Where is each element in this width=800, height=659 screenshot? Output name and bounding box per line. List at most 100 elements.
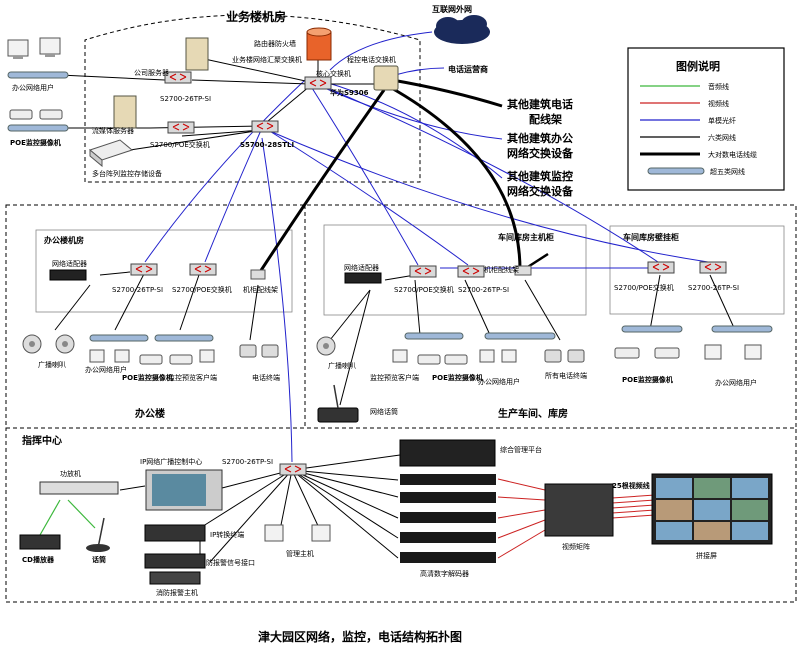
label-users-office: 办公网络用户 <box>85 365 127 374</box>
section-workshop-wall: 车间库房壁挂柜 <box>623 232 679 242</box>
pc-icon <box>7 39 29 59</box>
section-workshop-main: 车间库房主机柜 <box>498 232 554 242</box>
video-matrix-icon <box>544 483 614 537</box>
audio-link <box>67 499 96 529</box>
pc-icon <box>264 524 284 542</box>
camera-icon <box>444 354 468 365</box>
decoder-icon <box>400 474 496 563</box>
label-s2700-poe-wall: S2700/POE交换机 <box>614 283 674 292</box>
speaker-icon <box>316 336 336 356</box>
camera-icon <box>417 354 441 365</box>
label-cabinet-office: 机柜配线架 <box>243 285 278 294</box>
cat5-bus <box>154 334 214 342</box>
label-ext-phone: 其他建筑电话 配线架 <box>507 97 577 126</box>
switch-icon <box>164 71 192 84</box>
fiber-link <box>394 67 445 76</box>
legend-label: 单模光纤 <box>708 116 736 125</box>
video-link <box>497 496 546 501</box>
cat6-link <box>291 469 399 481</box>
video-link <box>611 494 656 499</box>
cat6-link <box>181 129 263 137</box>
label-preview-ws: 监控预览客户端 <box>370 373 419 382</box>
legend-label: 超五类网线 <box>710 167 745 176</box>
diagram-title: 津大园区网络，监控，电话结构拓扑图 <box>258 629 462 644</box>
cat6-link <box>59 74 166 81</box>
legend-title: 图例说明 <box>676 59 720 73</box>
phone-icon <box>544 349 562 363</box>
cat6-link <box>199 469 293 529</box>
label-telecom: 电话运营商 <box>448 64 488 74</box>
pc-icon <box>704 344 722 360</box>
label-s2700-cmd: S2700-26TP-SI <box>222 458 273 466</box>
phone-icon <box>239 344 257 358</box>
legend-box <box>627 47 785 191</box>
storage-icon <box>88 139 134 168</box>
cat6-link <box>149 125 263 129</box>
fiber-link <box>329 31 433 71</box>
pc-icon <box>199 349 215 363</box>
label-net-adapter-office: 网络适配器 <box>52 259 87 268</box>
phone-icon <box>567 349 585 363</box>
camera-icon <box>169 354 193 365</box>
camera-icon <box>654 347 680 359</box>
label-poe-cam-top: POE监控摄像机 <box>10 138 61 147</box>
label-company-server: 公司服务器 <box>134 68 169 77</box>
label-ext-phone-l1: 其他建筑电话 <box>507 97 573 111</box>
label-ip-terminal: IP转换终端 <box>210 530 244 539</box>
switch-icon <box>409 265 437 278</box>
mic-icon <box>86 517 110 552</box>
label-firewall: 路由器防火墙 <box>254 39 296 48</box>
video-link <box>611 504 656 509</box>
legend-label: 六类网线 <box>708 133 736 142</box>
cat6-link <box>279 469 293 531</box>
switch-icon <box>457 265 485 278</box>
cat6-link <box>54 284 91 331</box>
label-s2700-wall: S2700-26TP-SI <box>688 284 739 292</box>
label-s2700-poe-office: S2700/POE交换机 <box>172 285 232 294</box>
workshop-main-box <box>323 224 587 316</box>
cat6-link <box>414 279 421 336</box>
phone-icon <box>261 344 279 358</box>
firewall-icon <box>306 27 332 61</box>
section-workshop: 生产车间、库房 <box>498 407 568 420</box>
video-link <box>497 478 546 491</box>
switch-icon <box>699 261 727 274</box>
label-video-lines: 25根视频线 <box>612 481 650 490</box>
video-link <box>611 509 656 514</box>
label-s5700: S5700-28STLI <box>240 141 294 149</box>
switch-icon <box>647 261 675 274</box>
cat6-link <box>291 469 399 498</box>
cat6-link <box>339 289 371 406</box>
label-s2700-ws: S2700-26TP-SI <box>458 286 509 294</box>
label-ext-monitor: 其他建筑监控 网络交换设备 <box>507 169 577 198</box>
fiber-link <box>319 85 503 140</box>
video-link <box>497 509 546 519</box>
cat6-link <box>199 57 311 83</box>
label-s2700-poe-top: S2700/POE交换机 <box>150 140 210 149</box>
label-ext-phone-l2: 配线架 <box>529 112 562 126</box>
cat6-link <box>179 271 201 331</box>
cat6-link <box>291 469 399 519</box>
cd-player-icon <box>19 534 61 550</box>
label-net-adapter-ws: 网络适配器 <box>344 263 379 272</box>
cat6-link <box>709 274 736 331</box>
cat5-bus <box>484 332 556 340</box>
cat6-link <box>291 469 399 539</box>
pc-icon <box>479 349 495 363</box>
cat6-link <box>329 289 371 341</box>
switch-icon <box>167 121 195 134</box>
phone-trunk <box>387 84 522 271</box>
pc-icon <box>39 37 61 57</box>
phone-trunk <box>256 89 386 276</box>
audio-link <box>39 499 61 536</box>
switch-icon <box>251 120 279 133</box>
label-speaker-office: 广播喇叭 <box>38 360 66 369</box>
label-ext-office-l1: 其他建筑办公 <box>507 131 573 145</box>
legend-label: 音频线 <box>708 82 729 91</box>
label-streaming: 流媒体服务器 <box>92 126 134 135</box>
video-link <box>611 499 656 504</box>
office-room-box <box>35 229 293 313</box>
speaker-icon <box>55 334 75 354</box>
